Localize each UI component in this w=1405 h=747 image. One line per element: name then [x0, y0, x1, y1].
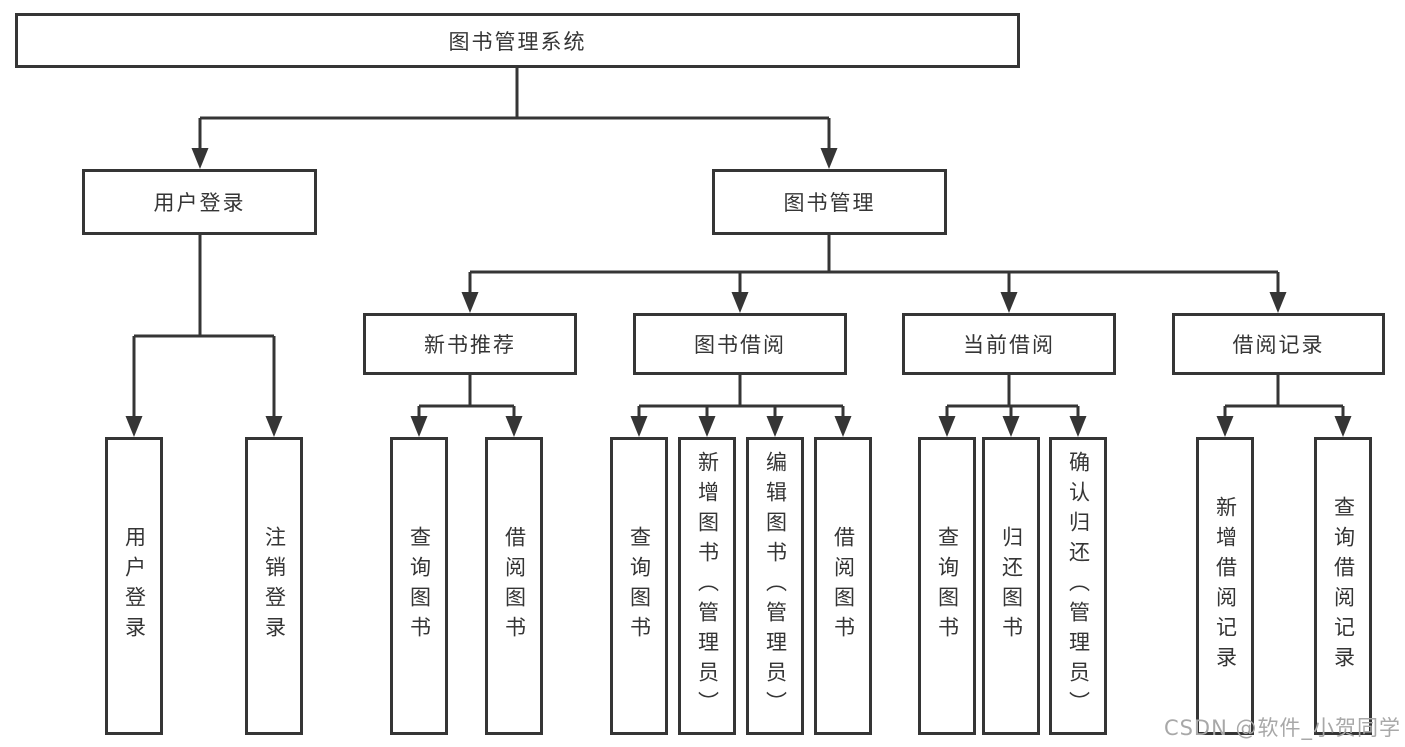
- node-borrow-records-label: 借阅记录: [1232, 333, 1325, 357]
- watermark: CSDN @软件_小贺同学: [1163, 716, 1401, 740]
- leaf-logout-label: 注销登录: [262, 526, 287, 646]
- node-current-borrow-label: 当前借阅: [963, 333, 1055, 357]
- node-user-login: 用户登录: [82, 169, 317, 235]
- node-current-borrow: 当前借阅: [902, 313, 1116, 375]
- leaf-edit-book-admin: 编辑图书（管理员）: [746, 437, 804, 735]
- leaf-borrow-books: 借阅图书: [814, 437, 872, 735]
- node-book-management: 图书管理: [712, 169, 947, 235]
- leaf-confirm-return-admin: 确认归还（管理员）: [1049, 437, 1107, 735]
- leaf-add-book-admin: 新增图书（管理员）: [678, 437, 736, 735]
- leaf-query-books-borrow-label: 查询图书: [627, 526, 652, 646]
- leaf-borrow-books-recommend: 借阅图书: [485, 437, 543, 735]
- node-book-borrow: 图书借阅: [633, 313, 847, 375]
- node-new-book-recommend: 新书推荐: [363, 313, 577, 375]
- leaf-add-borrow-record-label: 新增借阅记录: [1213, 496, 1238, 676]
- leaf-logout: 注销登录: [245, 437, 303, 735]
- node-new-book-recommend-label: 新书推荐: [424, 333, 516, 357]
- leaf-query-books-recommend: 查询图书: [390, 437, 448, 735]
- leaf-edit-book-admin-label: 编辑图书（管理员）: [763, 451, 788, 721]
- node-root: 图书管理系统: [15, 13, 1020, 68]
- leaf-user-login: 用户登录: [105, 437, 163, 735]
- leaf-add-book-admin-label: 新增图书（管理员）: [695, 451, 720, 721]
- leaf-return-book: 归还图书: [982, 437, 1040, 735]
- node-book-management-label: 图书管理: [783, 191, 876, 215]
- leaf-confirm-return-admin-label: 确认归还（管理员）: [1066, 451, 1091, 721]
- leaf-user-login-label: 用户登录: [122, 526, 147, 646]
- leaf-query-books-current-label: 查询图书: [935, 526, 960, 646]
- leaf-borrow-books-recommend-label: 借阅图书: [502, 526, 527, 646]
- node-user-login-label: 用户登录: [153, 191, 246, 215]
- node-book-borrow-label: 图书借阅: [694, 333, 786, 357]
- leaf-query-borrow-record: 查询借阅记录: [1314, 437, 1372, 735]
- leaf-return-book-label: 归还图书: [999, 526, 1024, 646]
- leaf-query-books-current: 查询图书: [918, 437, 976, 735]
- node-borrow-records: 借阅记录: [1172, 313, 1385, 375]
- leaf-query-books-borrow: 查询图书: [610, 437, 668, 735]
- leaf-query-books-recommend-label: 查询图书: [407, 526, 432, 646]
- leaf-query-borrow-record-label: 查询借阅记录: [1331, 496, 1356, 676]
- leaf-borrow-books-label: 借阅图书: [831, 526, 856, 646]
- node-root-label: 图书管理系统: [448, 29, 587, 54]
- leaf-add-borrow-record: 新增借阅记录: [1196, 437, 1254, 735]
